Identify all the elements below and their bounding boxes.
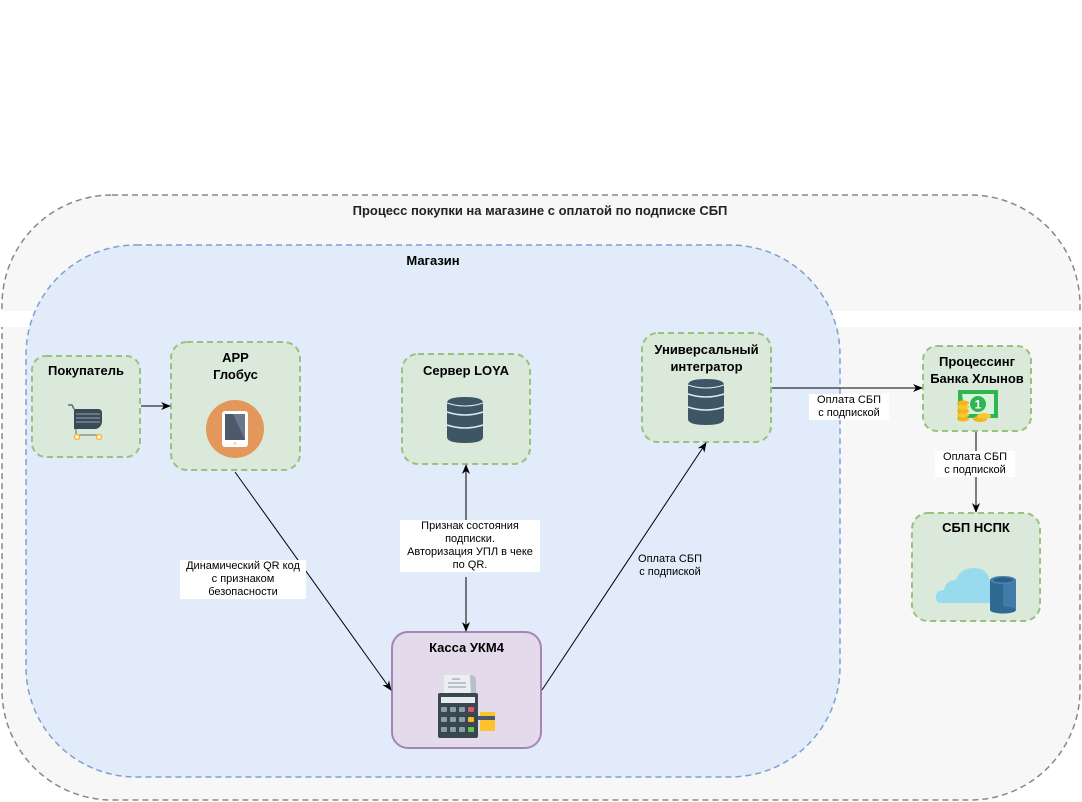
node-buyer-title: Покупатель: [48, 363, 124, 378]
edge-label-kassa-integrator: Оплата СБП с подпиской: [638, 553, 702, 578]
edge-label-integrator-processing: Оплата СБП с подпиской: [809, 394, 889, 420]
cloud-database-icon: [936, 568, 1016, 614]
node-processing-title: Процессинг Банка Хлынов: [930, 354, 1024, 386]
edge-label-processing-sbp: Оплата СБП с подпиской: [935, 451, 1015, 477]
shopping-cart-icon: [68, 404, 103, 441]
store-container-title: Магазин: [406, 253, 460, 268]
outer-container-title: Процесс покупки на магазине с оплатой по…: [352, 203, 728, 218]
node-loya-title: Сервер LOYA: [422, 363, 510, 378]
node-sbp-title: СБП НСПК: [942, 520, 1010, 535]
edge-kassa-integrator: [541, 442, 707, 691]
node-buyer[interactable]: [31, 355, 141, 458]
edge-app-kassa: [234, 471, 392, 691]
cash-register-icon: [438, 675, 495, 738]
svg-text:1: 1: [975, 398, 982, 412]
database-icon: [687, 379, 725, 425]
money-icon: 1: [957, 390, 998, 422]
node-kassa-title: Касса УКМ4: [429, 640, 504, 655]
node-integrator-title: Универсальный интегратор: [654, 342, 759, 374]
database-icon: [446, 397, 484, 443]
tablet-icon: [206, 400, 264, 458]
edge-label-loya-kassa: Признак состояния подписки. Авторизация …: [400, 520, 540, 572]
node-app-title: APP Глобус: [213, 350, 258, 382]
edge-label-qr: Динамический QR код с признаком безопасн…: [180, 560, 306, 599]
node-processing[interactable]: [922, 345, 1032, 432]
